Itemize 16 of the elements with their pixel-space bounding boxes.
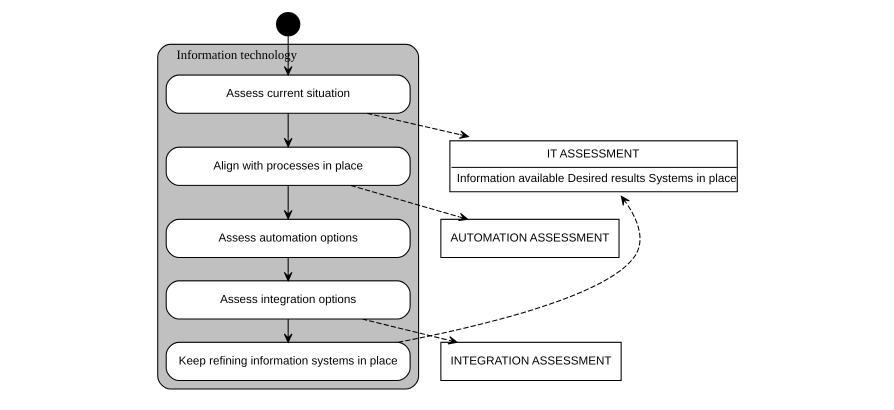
node-box: AUTOMATION ASSESSMENT [440,218,620,258]
arrow [283,186,292,220]
node-box: Keep refining information systems in place [165,342,410,382]
arrow [283,319,292,343]
node-box: Assess current situation [165,74,410,114]
node-box: Assess integration options [165,280,410,320]
arrow [283,114,292,148]
arrow [397,196,640,343]
arrow [361,318,458,344]
arrow [350,184,468,222]
arrow [283,258,292,282]
node-box: Assess automation options [165,218,410,258]
node-circle [275,12,300,36]
arrow [366,112,468,139]
node-box: INTEGRATION ASSESSMENT [440,342,622,382]
node-box: Align with processes in place [165,146,410,186]
